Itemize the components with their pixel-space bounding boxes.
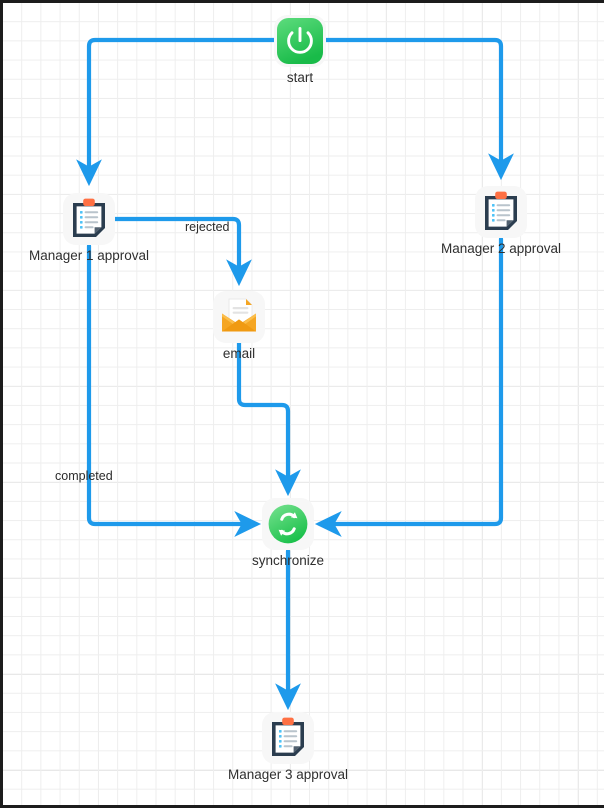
edge-manager2-to-synchronize[interactable] [314,236,504,537]
node-manager1-label: Manager 1 approval [28,248,150,263]
edge-layer [76,37,514,711]
node-email-shape [213,291,265,343]
node-email-label: email [222,346,256,361]
node-manager1-shape [63,193,115,245]
node-synchronize-label: synchronize [251,553,325,568]
node-manager3-label: Manager 3 approval [227,767,349,782]
edge-email-to-synchronize[interactable] [236,340,301,497]
edge-start-to-manager1[interactable] [76,37,278,187]
node-manager2-label: Manager 2 approval [440,241,562,256]
canvas-grid-background [3,3,604,805]
edge-manager1-to-synchronize[interactable] [86,243,262,537]
node-manager3-shape [262,712,314,764]
edge-start-to-manager2[interactable] [322,37,514,181]
node-start-shape [274,15,326,67]
node-start-label: start [286,70,314,85]
edge-label-rejected: rejected [185,220,230,234]
node-synchronize-shape [262,498,314,550]
clipboard-icon [272,717,304,756]
node-manager2-shape [475,186,527,238]
clipboard-icon [485,191,517,230]
sync-icon [268,504,308,544]
clipboard-icon [73,198,105,237]
power-icon [277,18,323,64]
edge-label-completed: completed [55,469,113,483]
edge-manager1-to-email[interactable] [112,216,252,287]
envelope-icon [222,298,256,332]
